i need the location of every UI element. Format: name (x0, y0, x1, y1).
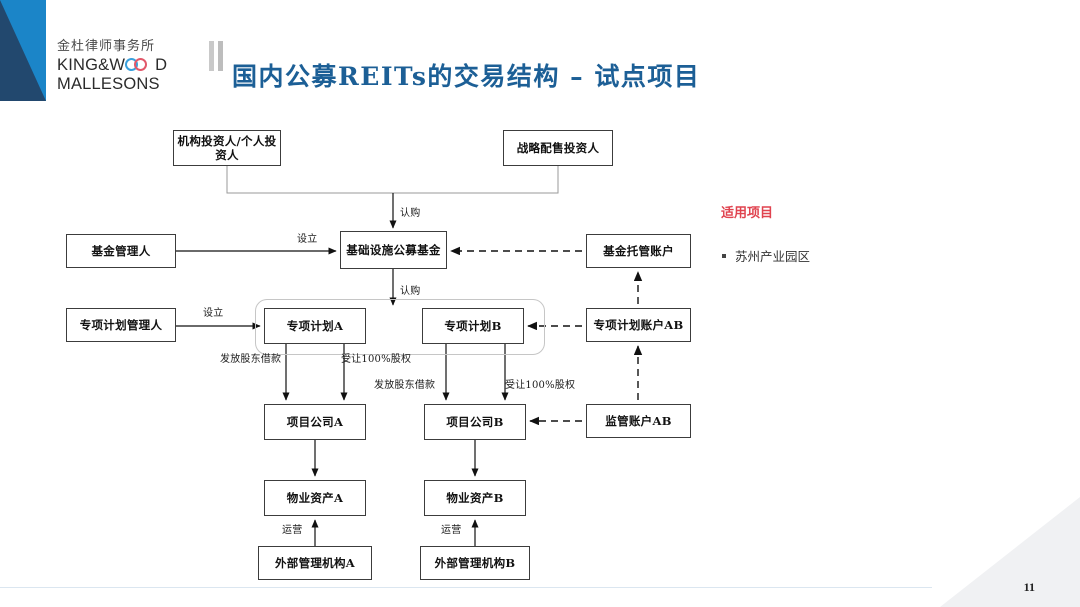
diagram-connectors (176, 166, 643, 546)
kwm-logo-en-line1-b: D (155, 56, 168, 74)
page-number: 11 (1023, 580, 1035, 594)
node-fund-custody-account[interactable]: 基金托管账户 (586, 234, 691, 268)
node-special-plan-b[interactable]: 专项计划B (422, 308, 524, 344)
node-strategic-investor[interactable]: 战略配售投资人 (503, 130, 613, 166)
special-plan-group-box (255, 299, 545, 355)
applicable-projects-item-label: 苏州产业园区 (735, 249, 811, 264)
applicable-projects-item: 苏州产业园区 (722, 246, 810, 265)
edge-label-operate-b: 运营 (441, 525, 462, 536)
kwm-logo-en-line1: KING&W D (57, 56, 177, 75)
node-external-manager-b[interactable]: 外部管理机构B (420, 546, 530, 580)
edge-label-subscribe-mid: 认购 (400, 286, 421, 297)
footer-divider (0, 587, 932, 588)
node-public-infra-fund[interactable]: 基础设施公募基金 (340, 231, 447, 269)
node-property-asset-b[interactable]: 物业资产B (424, 480, 526, 516)
node-escrow-account-ab[interactable]: 监管账户AB (586, 404, 691, 438)
kwm-double-o-icon (125, 57, 155, 72)
kwm-logo-cn: 金杜律师事务所 (57, 39, 156, 54)
edge-label-loan-b: 发放股东借款 (374, 380, 436, 391)
brand-corner-mark (0, 0, 46, 101)
edge-label-loan-a: 发放股东借款 (220, 354, 282, 365)
edge-label-equity-b: 受让100%股权 (505, 380, 576, 391)
edge-label-subscribe-top: 认购 (400, 208, 421, 219)
node-special-plan-account-ab[interactable]: 专项计划账户AB (586, 308, 691, 342)
node-property-asset-a[interactable]: 物业资产A (264, 480, 366, 516)
node-external-manager-a[interactable]: 外部管理机构A (258, 546, 372, 580)
node-project-company-a[interactable]: 项目公司A (264, 404, 366, 440)
kwm-logo-en-line2: MALLESONS (57, 74, 160, 93)
node-project-company-b[interactable]: 项目公司B (424, 404, 526, 440)
node-institutional-investor[interactable]: 机构投资人/个人投资人 (173, 130, 281, 166)
node-fund-manager[interactable]: 基金管理人 (66, 234, 176, 268)
edge-label-equity-a: 受让100%股权 (341, 354, 412, 365)
bullet-icon (722, 254, 726, 258)
transaction-structure-diagram: 机构投资人/个人投资人 战略配售投资人 基金管理人 基础设施公募基金 基金托管账… (0, 110, 1080, 580)
kwm-logo: 金杜律师事务所 KING&W D MALLESONS (57, 40, 177, 94)
title-accent-bars (209, 41, 223, 71)
edge-label-operate-a: 运营 (282, 525, 303, 536)
edge-label-establish-fund: 设立 (297, 234, 318, 245)
applicable-projects-heading: 适用项目 (721, 206, 774, 221)
node-abs-plan-manager[interactable]: 专项计划管理人 (66, 308, 176, 342)
edge-label-establish-abs: 设立 (203, 308, 224, 319)
node-special-plan-a[interactable]: 专项计划A (264, 308, 366, 344)
kwm-logo-en-line1-a: KING&W (57, 56, 126, 74)
page-title: 国内公募REITs的交易结构 – 试点项目 (232, 61, 701, 91)
